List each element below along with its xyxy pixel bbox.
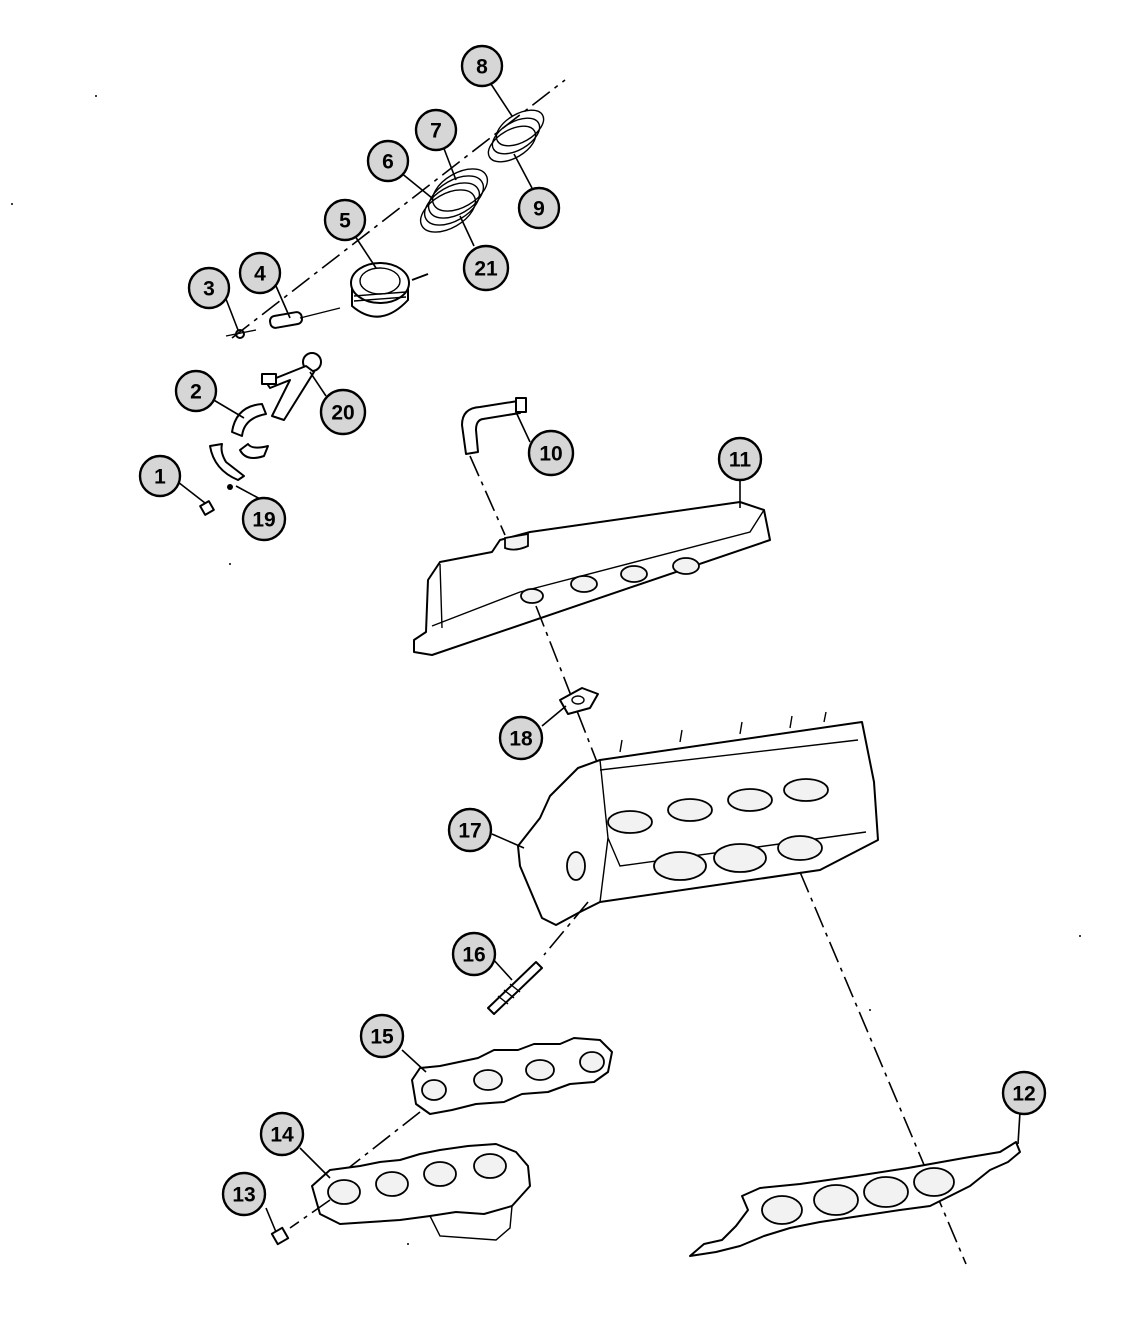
part-3-clip xyxy=(225,329,257,339)
callout-21: 21 xyxy=(462,244,510,292)
callout-2-label: 2 xyxy=(190,381,202,404)
callout-15: 15 xyxy=(359,1013,405,1059)
part-11-valve-cover xyxy=(413,501,771,656)
leader-lines xyxy=(177,83,1021,1233)
callout-19: 19 xyxy=(241,496,287,542)
callout-12: 12 xyxy=(1001,1070,1047,1116)
callout-11: 11 xyxy=(717,436,763,482)
callout-4-label: 4 xyxy=(254,263,266,286)
part-18-seal xyxy=(535,605,605,781)
callout-6: 6 xyxy=(366,139,410,183)
part-6-7-21-rings xyxy=(419,168,489,233)
callout-8: 8 xyxy=(460,44,504,88)
callout-15-label: 15 xyxy=(370,1026,394,1049)
callout-9-label: 9 xyxy=(533,198,545,221)
part-13-nut xyxy=(270,1199,331,1246)
callout-18-label: 18 xyxy=(509,728,533,751)
callout-9: 9 xyxy=(517,186,561,230)
callout-4: 4 xyxy=(238,251,282,295)
callout-20: 20 xyxy=(319,388,367,436)
callout-16-label: 16 xyxy=(462,944,485,967)
scan-specks xyxy=(11,95,1081,1245)
callout-1-label: 1 xyxy=(154,466,166,489)
part-16-head-bolt xyxy=(487,901,589,1015)
callout-14: 14 xyxy=(259,1111,305,1157)
callout-5-label: 5 xyxy=(339,210,351,233)
part-2-bearing xyxy=(231,403,269,459)
callout-6-label: 6 xyxy=(382,151,394,174)
callout-10: 10 xyxy=(527,429,575,477)
part-12-head-gasket xyxy=(689,1141,1021,1257)
callout-17: 17 xyxy=(447,807,493,853)
part-10-hose xyxy=(461,397,527,536)
callout-13-label: 13 xyxy=(232,1184,255,1207)
callout-3: 3 xyxy=(187,266,231,310)
part-4-piston-pin xyxy=(268,307,341,329)
part-19-rod-cap xyxy=(209,443,245,490)
callout-8-label: 8 xyxy=(476,56,488,79)
callout-21-label: 21 xyxy=(474,258,498,281)
callout-13: 13 xyxy=(221,1171,267,1217)
part-14-exhaust-manifold xyxy=(311,1111,531,1241)
callout-18: 18 xyxy=(498,715,544,761)
callout-20-label: 20 xyxy=(331,402,354,425)
callout-3-label: 3 xyxy=(203,278,215,301)
callout-5: 5 xyxy=(323,198,367,242)
callout-7-label: 7 xyxy=(430,120,442,143)
callout-10-label: 10 xyxy=(539,443,562,466)
callout-7: 7 xyxy=(414,108,458,152)
callout-11-label: 11 xyxy=(729,449,752,472)
part-20-connecting-rod xyxy=(261,352,322,421)
callout-2: 2 xyxy=(174,369,218,413)
callout-17-label: 17 xyxy=(458,820,481,843)
part-5-piston xyxy=(350,262,429,318)
callout-16: 16 xyxy=(451,931,497,977)
part-15-gasket xyxy=(411,1037,613,1115)
callout-1: 1 xyxy=(138,454,182,498)
part-1-bolt xyxy=(199,500,215,516)
callout-12-label: 12 xyxy=(1012,1083,1035,1106)
part-17-cylinder-head xyxy=(517,711,879,926)
callout-14-label: 14 xyxy=(270,1124,294,1147)
callout-19-label: 19 xyxy=(252,509,275,532)
part-8-9-rings xyxy=(487,109,545,163)
